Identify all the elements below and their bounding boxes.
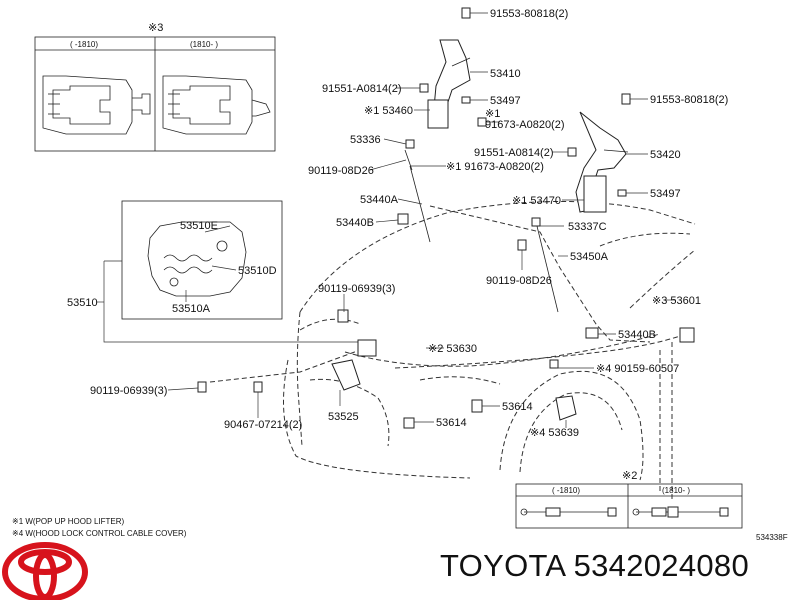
inset-top-col-left: ( -1810) bbox=[70, 40, 98, 49]
inset-bottom-col-left: ( -1810) bbox=[552, 486, 580, 495]
label-90159: ※4 90159-60507 bbox=[596, 363, 679, 375]
cable-right-illustration bbox=[632, 506, 729, 518]
label-53440a: 53440A bbox=[360, 194, 399, 206]
label-91673-a-mark: ※1 bbox=[485, 108, 500, 120]
label-91553-right: 91553-80818(2) bbox=[650, 94, 728, 106]
label-91551-left: 91551-A0814(2) bbox=[322, 83, 402, 95]
inset-top-col-right: (1810- ) bbox=[190, 40, 218, 49]
inset-top-mark: ※3 bbox=[148, 22, 163, 34]
label-90119-06939-b: 90119-06939(3) bbox=[90, 385, 167, 397]
label-53410: 53410 bbox=[490, 68, 521, 80]
hood-lock-detail-box: 53510E 53510D 53510A bbox=[121, 200, 283, 320]
diagram-code: 534338F bbox=[756, 533, 788, 542]
label-53639: ※4 53639 bbox=[530, 427, 579, 439]
label-53497-right: 53497 bbox=[650, 188, 681, 200]
connector-right-illustration bbox=[162, 75, 271, 135]
label-91553-top: 91553-80818(2) bbox=[490, 8, 568, 20]
label-53440b-left: 53440B bbox=[336, 217, 374, 229]
inset-cable-box: ※2 ( -1810) (1810- ) bbox=[515, 470, 743, 529]
label-53337c: 53337C bbox=[568, 221, 607, 233]
part-labels: 91553-80818(2) 53410 91551-A0814(2) 5349… bbox=[90, 8, 728, 439]
label-53460: ※1 53460 bbox=[364, 105, 413, 117]
label-53420: 53420 bbox=[650, 149, 681, 161]
label-53614-left: 53614 bbox=[436, 417, 467, 429]
label-91673-b: ※1 91673-A0820(2) bbox=[446, 161, 544, 173]
connector-left-illustration bbox=[42, 75, 151, 135]
hood-lock-assembly bbox=[331, 309, 377, 391]
label-90119-08d26-right: 90119-08D26 bbox=[486, 275, 552, 287]
label-53614-right: 53614 bbox=[502, 401, 533, 413]
label-53601: ※3 53601 bbox=[652, 295, 701, 307]
label-53510: 53510 bbox=[67, 297, 98, 309]
cable-left-illustration bbox=[520, 507, 617, 517]
car-body-outline bbox=[283, 200, 696, 500]
label-90119-06939-a: 90119-06939(3) bbox=[318, 283, 395, 295]
leader-lines bbox=[167, 12, 676, 428]
label-91673-a: 91673-A0820(2) bbox=[485, 119, 565, 131]
label-53450a: 53450A bbox=[570, 251, 609, 263]
brand-title: TOYOTA 5342024080 bbox=[440, 548, 749, 583]
label-53440b-right: 53440B bbox=[618, 329, 656, 341]
label-53525: 53525 bbox=[328, 411, 359, 423]
label-53510a: 53510A bbox=[172, 303, 211, 315]
label-53630: ※2 53630 bbox=[428, 343, 477, 355]
hood-support-line bbox=[429, 205, 651, 343]
gas-strut-left bbox=[404, 149, 431, 243]
hinge-right bbox=[575, 111, 629, 213]
gas-strut-right bbox=[535, 221, 559, 313]
label-53470: ※1 53470 bbox=[512, 195, 561, 207]
label-90119-08d26-left: 90119-08D26 bbox=[308, 165, 374, 177]
inset-bottom-col-right: (1810- ) bbox=[662, 486, 690, 495]
label-53497-left: 53497 bbox=[490, 95, 521, 107]
label-53336: 53336 bbox=[350, 134, 381, 146]
label-90467: 90467-07214(2) bbox=[224, 419, 302, 431]
release-cable-path bbox=[394, 335, 681, 369]
inset-connector-box: ※3 ( -1810) (1810- ) bbox=[34, 22, 276, 152]
note-2: ※4 W(HOOD LOCK CONTROL CABLE COVER) bbox=[12, 529, 187, 538]
label-91551-right: 91551-A0814(2) bbox=[474, 147, 554, 159]
small-parts bbox=[197, 7, 695, 429]
hinge-left bbox=[427, 39, 471, 129]
note-1: ※1 W(POP UP HOOD LIFTER) bbox=[12, 517, 125, 526]
toyota-logo bbox=[2, 542, 88, 600]
label-53510d: 53510D bbox=[238, 265, 277, 277]
fastener-guide-line bbox=[209, 349, 361, 383]
inset-bottom-mark: ※2 bbox=[622, 470, 637, 482]
label-53510e: 53510E bbox=[180, 220, 218, 232]
